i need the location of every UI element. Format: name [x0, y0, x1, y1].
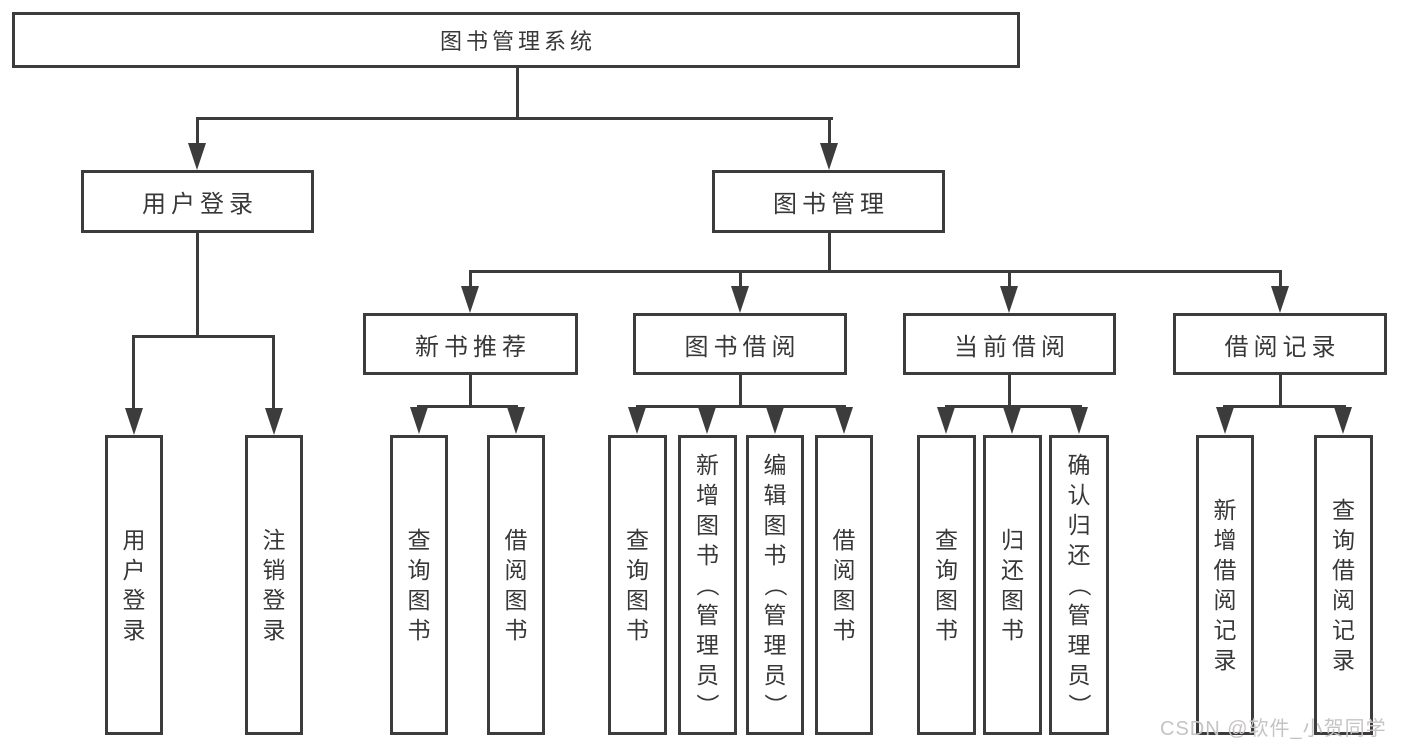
leaf-borrow-borrow-books-label: 借阅图书 [832, 527, 856, 643]
connector-currentborrow-stem [1008, 375, 1011, 408]
arrow-down-icon [1070, 407, 1088, 434]
leaf-newbook-borrow-books: 借阅图书 [487, 435, 545, 735]
leaf-logout-label: 注销登录 [262, 527, 286, 643]
leaf-current-return-books: 归还图书 [983, 435, 1042, 735]
node-borrow-records-label: 借阅记录 [1224, 333, 1341, 361]
node-user-login: 用户登录 [81, 170, 314, 233]
arrow-down-icon [125, 408, 143, 435]
arrow-down-icon [410, 407, 428, 434]
leaf-current-return-books-label: 归还图书 [1001, 527, 1024, 643]
arrow-down-icon [461, 286, 479, 313]
connector-records-stem [1279, 375, 1282, 408]
leaf-borrow-add-books-admin-label: 新增图书（管理员） [694, 452, 721, 717]
connector-user-login-drop-1 [132, 335, 135, 411]
arrow-down-icon [766, 407, 784, 434]
connector-newbook-stem [469, 375, 472, 408]
arrow-down-icon [835, 407, 853, 434]
connector-bookborrow-rail [636, 405, 846, 408]
node-book-borrow-label: 图书借阅 [684, 333, 801, 361]
leaf-user-login-label: 用户登录 [122, 527, 146, 643]
arrow-down-icon [188, 143, 206, 170]
leaf-newbook-borrow-books-label: 借阅图书 [504, 527, 528, 643]
leaf-borrow-query-books-label: 查询图书 [626, 527, 649, 643]
arrow-down-icon [731, 286, 749, 313]
node-new-book-recommend-label: 新书推荐 [415, 333, 531, 361]
connector-newbook-rail [417, 405, 518, 408]
node-root: 图书管理系统 [12, 12, 1020, 68]
leaf-borrow-borrow-books: 借阅图书 [815, 435, 873, 735]
connector-root-drop-book-management [828, 117, 831, 148]
arrow-down-icon [1003, 407, 1021, 434]
connector-root-stem [516, 68, 519, 118]
leaf-current-confirm-return-admin: 确认归还（管理员） [1049, 435, 1109, 735]
arrow-down-icon [937, 407, 955, 434]
node-user-login-label: 用户登录 [142, 191, 258, 218]
leaf-records-query-record: 查询借阅记录 [1314, 435, 1373, 735]
connector-book-mgmt-rail [469, 270, 1282, 273]
arrow-down-icon [820, 143, 838, 170]
connector-user-login-rail [132, 335, 275, 338]
connector-book-mgmt-drop-2 [739, 270, 742, 288]
node-current-borrow-label: 当前借阅 [954, 333, 1070, 361]
leaf-current-confirm-return-admin-label: 确认归还（管理员） [1066, 452, 1092, 717]
leaf-borrow-query-books: 查询图书 [608, 435, 667, 735]
csdn-watermark: CSDN @软件_小贺同学 [1160, 718, 1387, 740]
node-book-borrow: 图书借阅 [633, 313, 847, 375]
node-root-label: 图书管理系统 [439, 29, 596, 54]
connector-book-mgmt-drop-4 [1279, 270, 1282, 288]
connector-book-mgmt-drop-3 [1008, 270, 1011, 288]
leaf-records-add-record: 新增借阅记录 [1196, 435, 1254, 735]
leaf-logout: 注销登录 [245, 435, 303, 735]
leaf-newbook-query-books-label: 查询图书 [407, 527, 431, 643]
leaf-borrow-edit-books-admin-label: 编辑图书（管理员） [762, 452, 788, 717]
leaf-current-query-books-label: 查询图书 [935, 527, 958, 643]
node-book-management-label: 图书管理 [773, 191, 889, 218]
connector-currentborrow-rail [945, 405, 1082, 408]
leaf-records-add-record-label: 新增借阅记录 [1213, 497, 1237, 673]
arrow-down-icon [698, 407, 716, 434]
leaf-newbook-query-books: 查询图书 [390, 435, 448, 735]
node-book-management: 图书管理 [712, 170, 945, 233]
arrow-down-icon [1000, 286, 1018, 313]
node-borrow-records: 借阅记录 [1173, 313, 1387, 375]
arrow-down-icon [265, 408, 283, 435]
leaf-user-login: 用户登录 [105, 435, 163, 735]
arrow-down-icon [1271, 286, 1289, 313]
arrow-down-icon [1334, 407, 1352, 434]
arrow-down-icon [1216, 407, 1234, 434]
arrow-down-icon [507, 407, 525, 434]
connector-records-rail [1223, 405, 1346, 408]
connector-root-drop-user-login [196, 117, 199, 148]
node-current-borrow: 当前借阅 [903, 313, 1116, 375]
connector-user-login-drop-2 [272, 335, 275, 411]
connector-user-login-stem [196, 233, 199, 338]
connector-book-mgmt-drop-1 [469, 270, 472, 288]
leaf-current-query-books: 查询图书 [917, 435, 976, 735]
connector-bookborrow-stem [739, 375, 742, 408]
leaf-records-query-record-label: 查询借阅记录 [1332, 497, 1355, 673]
connector-root-rail [196, 117, 833, 120]
connector-book-mgmt-stem [828, 233, 831, 272]
leaf-borrow-edit-books-admin: 编辑图书（管理员） [746, 435, 804, 735]
node-new-book-recommend: 新书推荐 [363, 313, 578, 375]
arrow-down-icon [628, 407, 646, 434]
leaf-borrow-add-books-admin: 新增图书（管理员） [678, 435, 737, 735]
